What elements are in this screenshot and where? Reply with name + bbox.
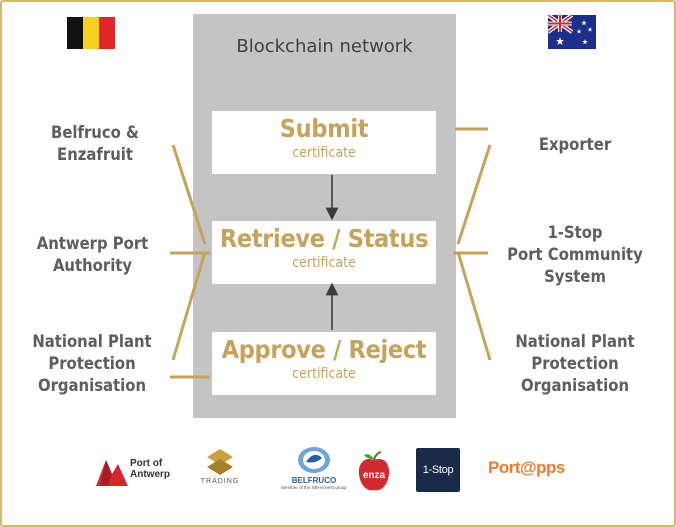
approve-reject-certificate-box: Approve / Reject certificate xyxy=(212,332,436,395)
approve-reject-label: Approve / Reject xyxy=(221,335,427,364)
party-national-plant-protection-right: National Plant Protection Organisation xyxy=(515,332,635,395)
1-stop-logo: 1-Stop xyxy=(416,448,460,492)
right-bracket xyxy=(453,127,492,361)
submit-label: Submit xyxy=(279,114,369,143)
network-title: Blockchain network xyxy=(236,36,413,57)
retrieve-status-label: Retrieve / Status xyxy=(219,224,429,253)
portapps-logo: Port@pps xyxy=(488,458,565,477)
belfruco-logo: BELFRUCO Member of the SBH-invest group xyxy=(278,444,350,498)
enza-logo: enza xyxy=(356,450,392,494)
retrieve-status-sublabel: certificate xyxy=(292,255,356,271)
party-belfruco-enzafruit: Belfruco & Enzafruit xyxy=(51,123,139,164)
party-exporter: Exporter xyxy=(538,135,612,154)
trading-mark-icon xyxy=(207,449,233,475)
blockchain-network: Blockchain network Submit certificate Re… xyxy=(193,14,456,418)
submit-certificate-box: Submit certificate xyxy=(212,111,436,174)
australia-flag-icon xyxy=(548,15,596,49)
partner-logos: Port of Antwerp TRADING BELFRUCO Member … xyxy=(0,444,676,504)
left-bracket xyxy=(170,144,210,379)
enza-apple-icon xyxy=(358,451,390,491)
antwerp-mark-icon xyxy=(96,460,128,486)
trading-logo: TRADING xyxy=(198,448,242,496)
retrieve-status-certificate-box: Retrieve / Status certificate xyxy=(212,221,436,284)
party-national-plant-protection-left: National Plant Protection Organisation xyxy=(32,332,152,395)
party-antwerp-port-authority: Antwerp Port Authority xyxy=(36,234,149,275)
belgium-flag-icon xyxy=(67,17,115,49)
submit-sublabel: certificate xyxy=(292,145,356,161)
approve-reject-sublabel: certificate xyxy=(292,366,356,382)
belfruco-bird-icon xyxy=(298,447,330,473)
port-of-antwerp-logo: Port of Antwerp xyxy=(94,454,174,490)
party-1-stop-port-community-system: 1-Stop Port Community System xyxy=(507,223,643,286)
